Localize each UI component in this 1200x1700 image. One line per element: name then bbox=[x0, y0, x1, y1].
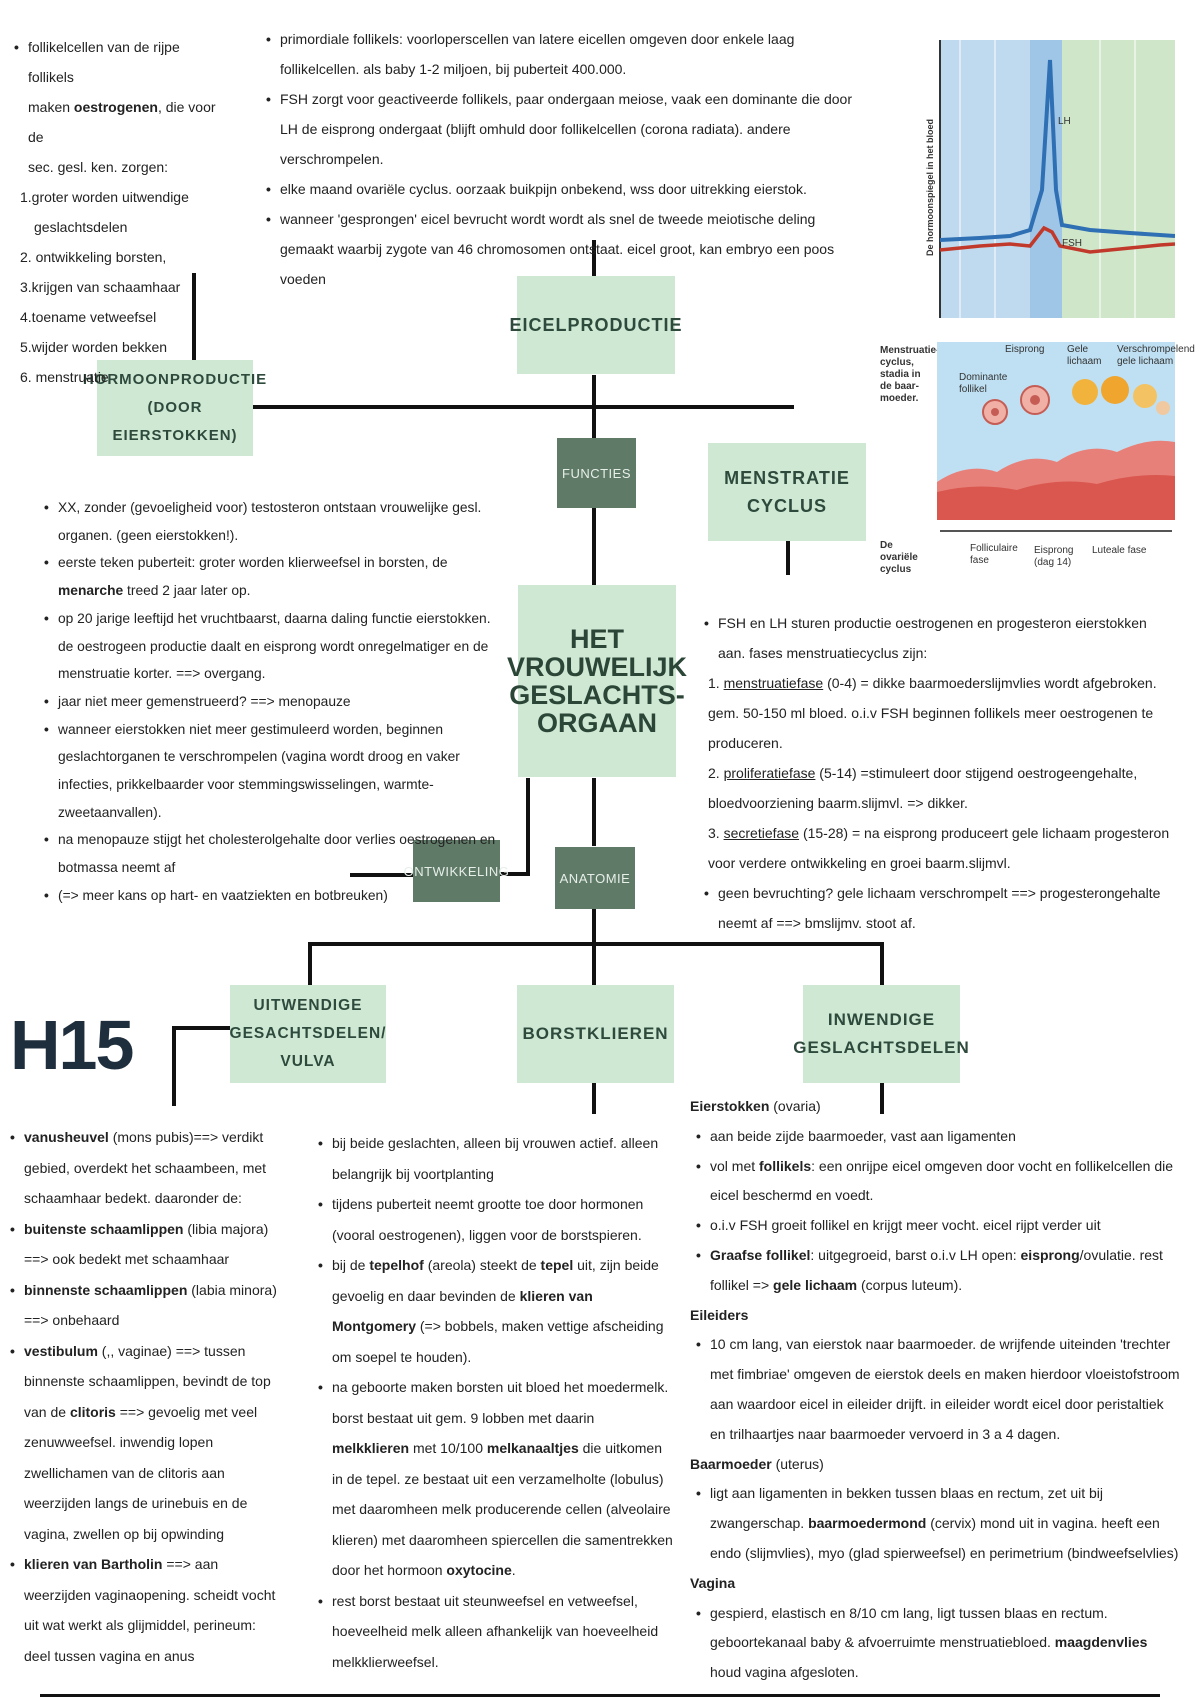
eisprong-dag-label: Eisprong (dag 14) bbox=[1034, 545, 1074, 568]
timeline-axis bbox=[940, 530, 1172, 532]
cycle-illustration-svg bbox=[937, 342, 1175, 520]
connector-line bbox=[880, 942, 884, 986]
hormone-chart: De hormoonspiegel in het bloed LH FSH bbox=[920, 40, 1176, 318]
fsh-label: FSH bbox=[1062, 238, 1082, 249]
eicel-text: primordiale follikels: voorloperscellen … bbox=[266, 24, 856, 294]
bottom-rule bbox=[40, 1694, 1160, 1697]
ontwikkeling-text: XX, zonder (gevoeligheid voor) testoster… bbox=[44, 494, 504, 910]
connector-line bbox=[172, 1026, 176, 1106]
ovariele-label: De ovariële cyclus bbox=[880, 540, 918, 575]
connector-line bbox=[192, 273, 196, 363]
node-functies: FUNCTIES bbox=[557, 438, 636, 508]
folliculaire-label: Folliculaire fase bbox=[970, 543, 1018, 566]
y-axis-label: De hormoonspiegel in het bloed bbox=[925, 118, 935, 256]
dominante-label: Dominante follikel bbox=[959, 372, 1008, 395]
connector-line bbox=[786, 540, 790, 575]
gele-label: Gele lichaam bbox=[1067, 344, 1102, 367]
borst-text: bij beide geslachten, alleen bij vrouwen… bbox=[318, 1128, 673, 1677]
hormone-chart-svg bbox=[939, 40, 1176, 318]
connector-line bbox=[592, 508, 596, 588]
cycle-illustration: Eisprong Dominante follikel Gele lichaam… bbox=[937, 342, 1195, 520]
node-hormoonproductie: HORMOONPRODUCTIE(DOOR EIERSTOKKEN) bbox=[83, 360, 266, 456]
connector-line bbox=[592, 900, 596, 944]
connector-line bbox=[592, 778, 596, 846]
luteale-label: Luteale fase bbox=[1092, 545, 1147, 556]
connector-line bbox=[592, 375, 596, 438]
menstruatie-text: FSH en LH sturen productie oestrogenen e… bbox=[704, 608, 1174, 938]
connector-line bbox=[172, 1026, 230, 1030]
verschrompelend-label: Verschrompelend gele lichaam bbox=[1117, 344, 1195, 367]
connector-line bbox=[498, 872, 530, 876]
connector-line bbox=[308, 942, 312, 986]
vulva-text: vanusheuvel (mons pubis)==> verdikt gebi… bbox=[10, 1122, 280, 1671]
connector-line bbox=[308, 942, 884, 946]
connector-line bbox=[526, 778, 530, 876]
inwendig-text: Eierstokken (ovaria) aan beide zijde baa… bbox=[690, 1092, 1180, 1688]
connector-line bbox=[592, 942, 596, 986]
node-borstklieren: BORSTKLIEREN bbox=[517, 985, 674, 1083]
chapter-label: H15 bbox=[10, 1006, 134, 1084]
lh-label: LH bbox=[1058, 116, 1071, 127]
connector-line bbox=[880, 1082, 884, 1114]
hormoon-text: follikelcellen van de rijpe follikelsmak… bbox=[14, 32, 229, 392]
eisprong-label: Eisprong bbox=[1005, 344, 1045, 355]
node-anatomie: ANATOMIE bbox=[555, 847, 635, 909]
connector-line bbox=[592, 1082, 596, 1114]
cycle-label: Menstruatie-cyclus, stadia in de baar-mo… bbox=[880, 345, 940, 404]
connector-line bbox=[252, 405, 794, 409]
